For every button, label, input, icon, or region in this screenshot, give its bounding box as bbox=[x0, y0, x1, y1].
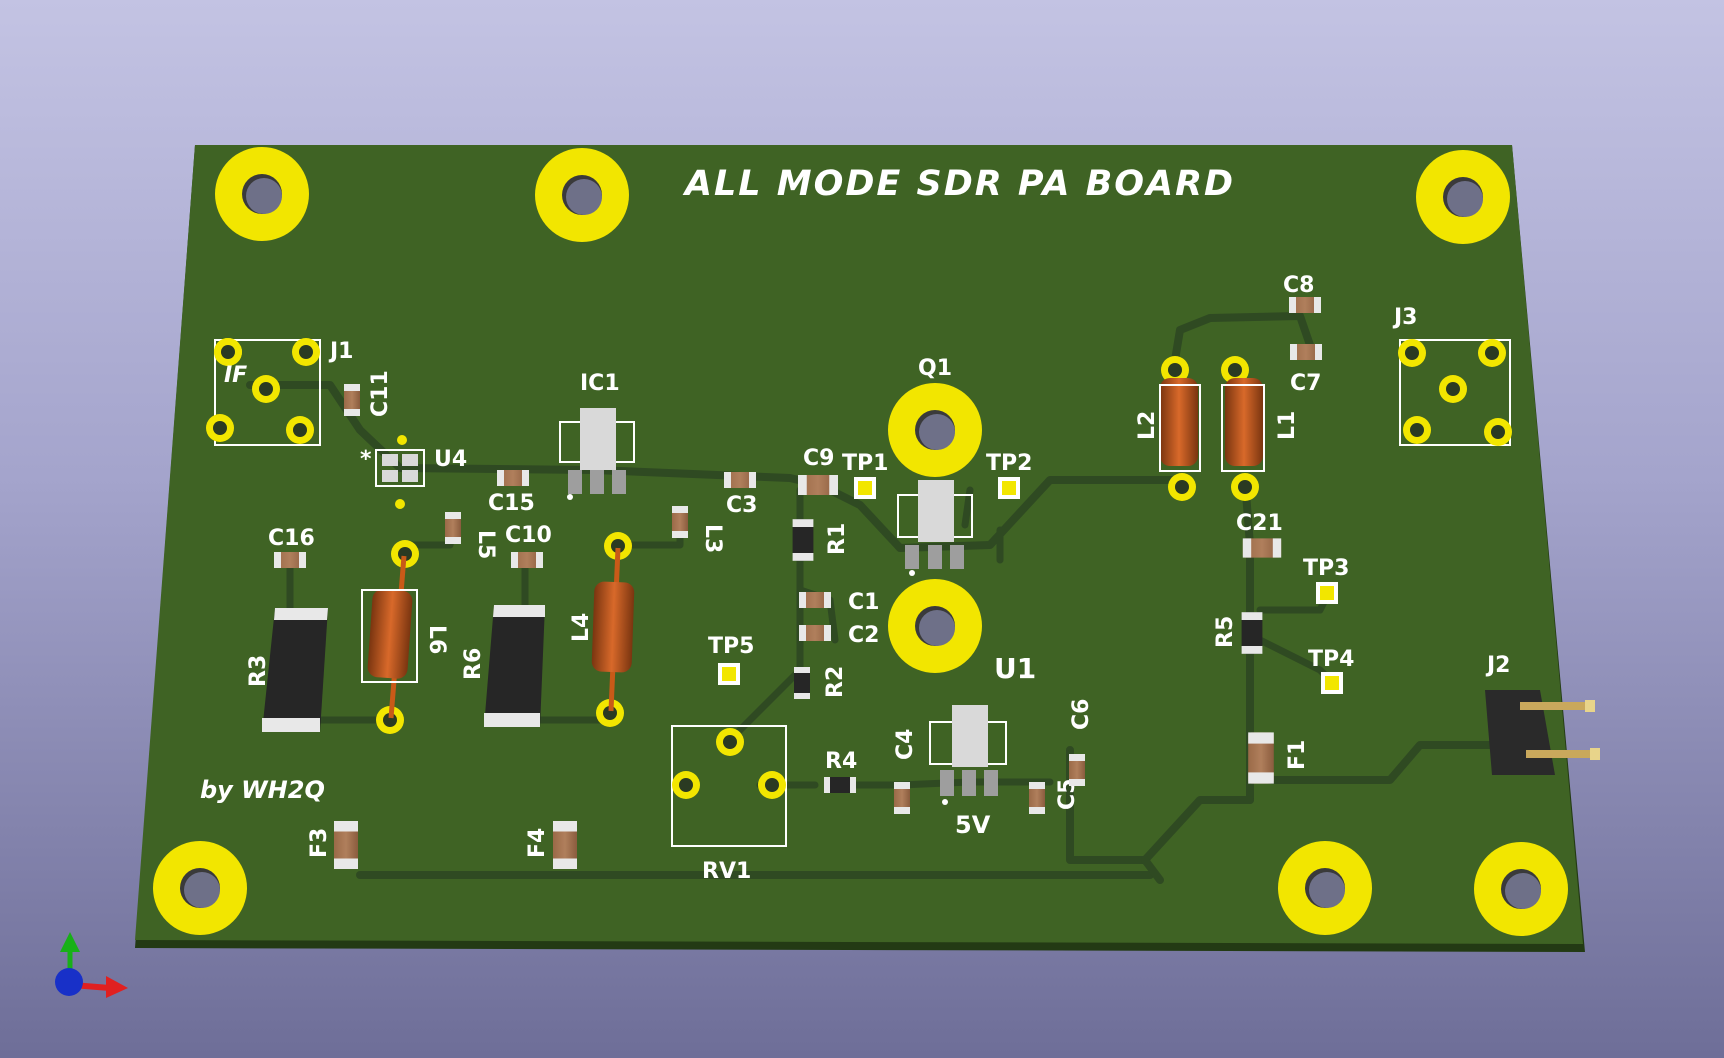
tp1-testpoint[interactable] bbox=[854, 477, 876, 499]
j1-note-label: IF bbox=[224, 363, 247, 388]
j1-connector[interactable] bbox=[206, 338, 321, 446]
c10-label: C10 bbox=[505, 523, 552, 548]
c5-capacitor[interactable] bbox=[1029, 782, 1045, 814]
j3-connector[interactable] bbox=[1398, 339, 1512, 446]
c11-capacitor[interactable] bbox=[344, 384, 360, 416]
ic1-chip[interactable] bbox=[559, 408, 635, 500]
c6-label: C6 bbox=[1069, 699, 1094, 730]
c10-capacitor[interactable] bbox=[511, 552, 543, 568]
board-title: ALL MODE SDR PA BOARD bbox=[682, 164, 1235, 204]
l4-inductor[interactable] bbox=[591, 532, 635, 727]
copper-traces bbox=[246, 312, 1504, 884]
ic1-label: IC1 bbox=[580, 371, 620, 396]
c2-capacitor[interactable] bbox=[799, 625, 831, 641]
f1-fuse[interactable] bbox=[1248, 732, 1274, 784]
l1-label: L1 bbox=[1275, 411, 1300, 440]
z-axis-icon bbox=[55, 968, 83, 996]
c3-label: C3 bbox=[726, 493, 757, 518]
u1-regulator[interactable] bbox=[929, 705, 1007, 805]
u1-label: U1 bbox=[994, 652, 1036, 685]
l5-label: L5 bbox=[473, 530, 498, 559]
j2-pin-header[interactable] bbox=[1485, 690, 1600, 775]
l1-inductor[interactable] bbox=[1221, 356, 1265, 501]
tp1-label: TP1 bbox=[842, 451, 888, 476]
rv1-label: RV1 bbox=[702, 859, 751, 884]
r2-resistor[interactable] bbox=[794, 667, 810, 699]
c4-capacitor[interactable] bbox=[894, 782, 910, 814]
c8-capacitor[interactable] bbox=[1289, 297, 1321, 313]
c9-label: C9 bbox=[803, 446, 834, 471]
f4-fuse[interactable] bbox=[553, 821, 577, 869]
c8-label: C8 bbox=[1283, 273, 1314, 298]
l5-inductor[interactable] bbox=[445, 512, 461, 544]
tp2-testpoint[interactable] bbox=[998, 477, 1020, 499]
u4-chip[interactable] bbox=[375, 435, 425, 509]
j3-label: J3 bbox=[1392, 305, 1418, 330]
r1-label: R1 bbox=[825, 523, 850, 555]
l4-label: L4 bbox=[569, 613, 594, 642]
c9-capacitor[interactable] bbox=[798, 475, 838, 495]
u4-label: U4 bbox=[434, 447, 467, 472]
c6-capacitor[interactable] bbox=[1069, 754, 1085, 786]
c15-label: C15 bbox=[488, 491, 535, 516]
tp5-testpoint[interactable] bbox=[718, 663, 740, 685]
c3-capacitor[interactable] bbox=[724, 472, 756, 488]
c7-capacitor[interactable] bbox=[1290, 344, 1322, 360]
l2-label: L2 bbox=[1135, 411, 1160, 440]
c1-capacitor[interactable] bbox=[799, 592, 831, 608]
r3-label: R3 bbox=[246, 655, 271, 687]
r3-resistor[interactable] bbox=[262, 608, 328, 732]
pcb-board bbox=[135, 145, 1585, 952]
r5-label: R5 bbox=[1213, 616, 1238, 648]
tp2-label: TP2 bbox=[986, 451, 1032, 476]
c7-label: C7 bbox=[1290, 371, 1321, 396]
axes-gizmo bbox=[55, 932, 128, 998]
r4-resistor[interactable] bbox=[824, 777, 856, 793]
c21-capacitor[interactable] bbox=[1242, 538, 1282, 558]
r2-label: R2 bbox=[823, 666, 848, 698]
c15-capacitor[interactable] bbox=[497, 470, 529, 486]
tp4-label: TP4 bbox=[1308, 647, 1354, 672]
j1-label: J1 bbox=[328, 339, 354, 364]
x-axis-arrow-icon bbox=[106, 976, 128, 998]
r6-resistor[interactable] bbox=[484, 605, 545, 727]
tp5-label: TP5 bbox=[708, 634, 754, 659]
l3-inductor[interactable] bbox=[672, 506, 688, 538]
q1-transistor[interactable] bbox=[888, 383, 982, 673]
f3-fuse[interactable] bbox=[334, 821, 358, 869]
r6-label: R6 bbox=[461, 648, 486, 680]
l3-label: L3 bbox=[700, 524, 725, 553]
tp3-testpoint[interactable] bbox=[1316, 582, 1338, 604]
r4-label: R4 bbox=[825, 749, 857, 774]
c16-capacitor[interactable] bbox=[274, 552, 306, 568]
c4-label: C4 bbox=[893, 729, 918, 760]
u1-note-label: 5V bbox=[955, 811, 991, 839]
tp4-testpoint[interactable] bbox=[1321, 672, 1343, 694]
f1-label: F1 bbox=[1285, 740, 1310, 770]
c21-label: C21 bbox=[1236, 511, 1283, 536]
l2-inductor[interactable] bbox=[1159, 356, 1201, 501]
f4-label: F4 bbox=[525, 828, 550, 858]
tp3-label: TP3 bbox=[1303, 556, 1349, 581]
rv1-trimmer[interactable] bbox=[671, 725, 787, 847]
u4-mark: * bbox=[360, 447, 372, 472]
q1-label: Q1 bbox=[918, 356, 952, 381]
j2-label: J2 bbox=[1485, 653, 1511, 678]
author-label: by WH2Q bbox=[200, 776, 325, 804]
c11-label: C11 bbox=[368, 370, 393, 417]
f3-label: F3 bbox=[307, 828, 332, 858]
c16-label: C16 bbox=[268, 526, 315, 551]
r1-resistor[interactable] bbox=[792, 519, 814, 561]
c2-label: C2 bbox=[848, 623, 879, 648]
y-axis-arrow-icon bbox=[60, 932, 80, 952]
r5-resistor[interactable] bbox=[1241, 612, 1263, 654]
l6-label: L6 bbox=[424, 625, 449, 654]
c1-label: C1 bbox=[848, 590, 879, 615]
l6-inductor[interactable] bbox=[361, 540, 419, 734]
